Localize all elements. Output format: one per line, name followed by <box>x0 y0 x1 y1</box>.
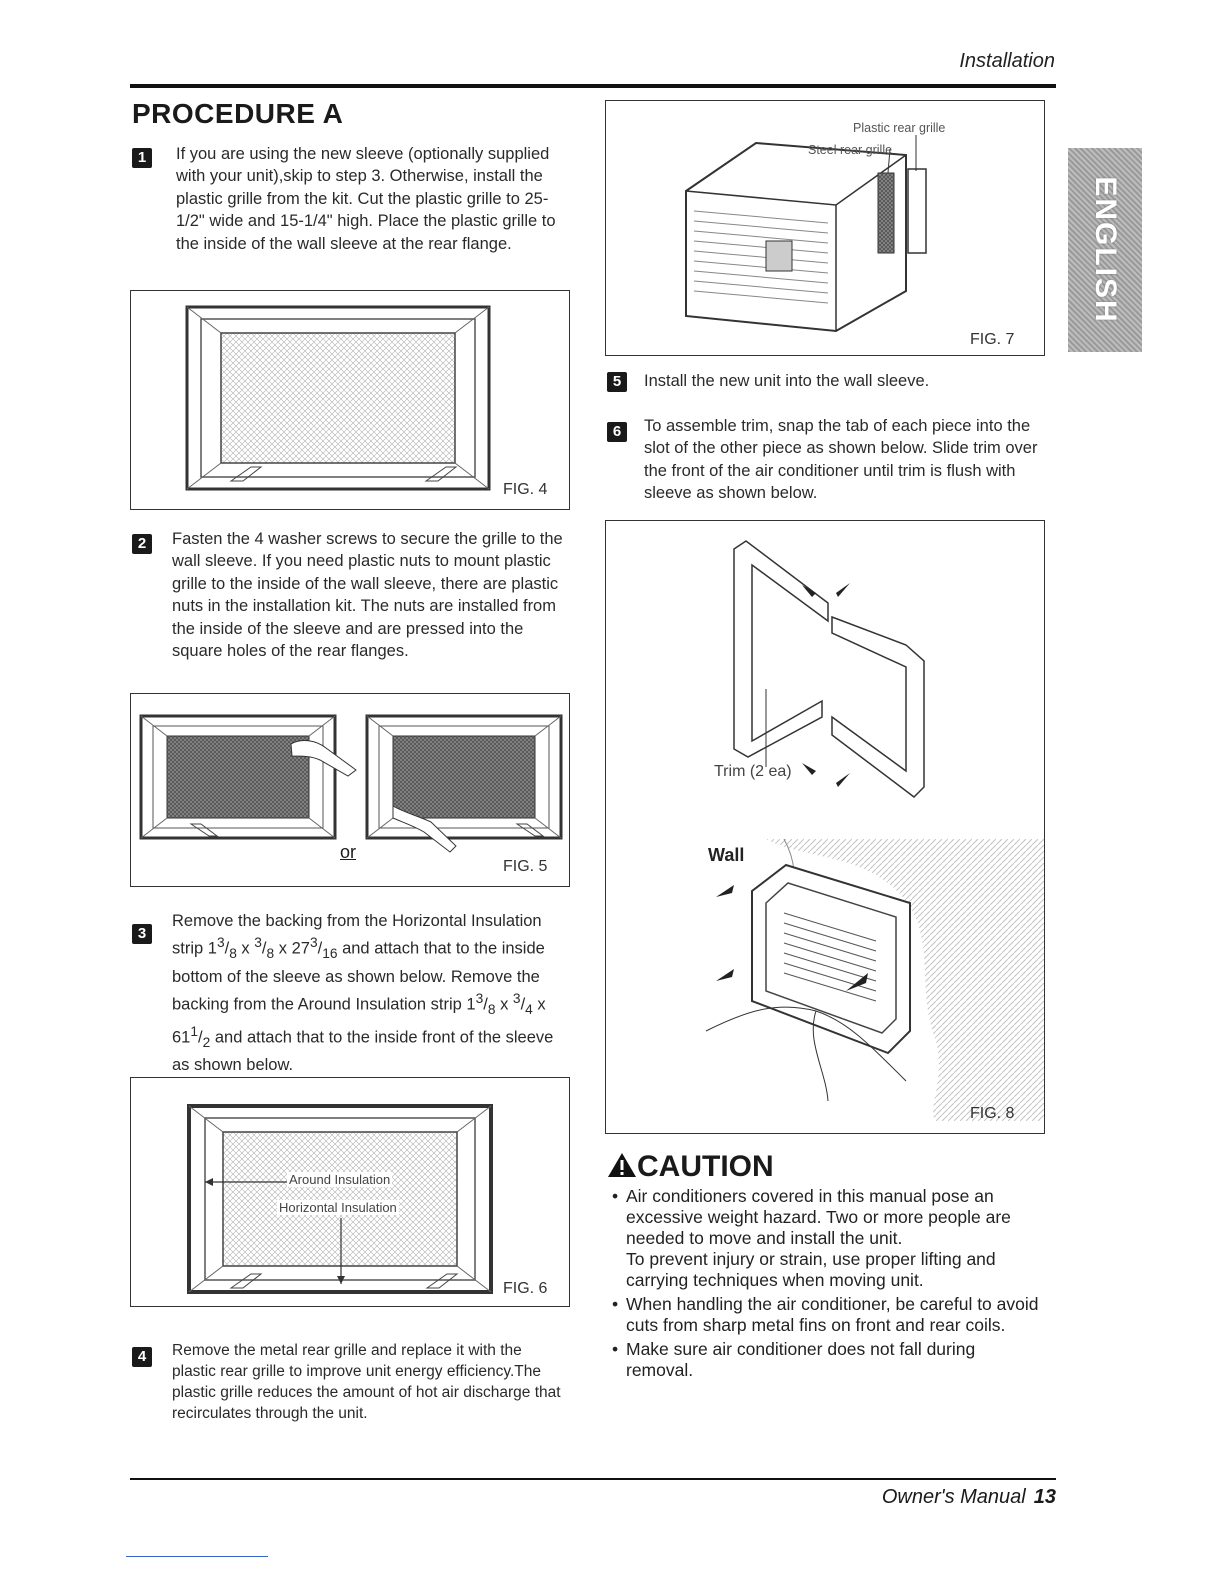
frac-den: 8 <box>487 1001 496 1017</box>
step-2-text: Fasten the 4 washer screws to secure the… <box>172 528 568 662</box>
frac-slash: / <box>483 995 488 1014</box>
figure-6-label: FIG. 6 <box>503 1280 548 1297</box>
step-badge-3: 3 <box>132 924 152 944</box>
footer-link-underline <box>126 1556 268 1557</box>
step-5-text: Install the new unit into the wall sleev… <box>644 370 1044 392</box>
frac-slash: / <box>520 995 526 1014</box>
caution-item-3: Make sure air conditioner does not fall … <box>612 1339 1042 1381</box>
header-rule <box>130 84 1056 88</box>
caution-title: CAUTION <box>637 1150 774 1183</box>
figure-4-drawing <box>185 305 491 491</box>
step-badge-1: 1 <box>132 148 152 168</box>
frac-den: 2 <box>202 1035 211 1051</box>
caution-item-1: Air conditioners covered in this manual … <box>612 1186 1042 1291</box>
figure-8-drawing <box>705 540 1044 1121</box>
figure-8: Trim (2 ea) Wall FIG. 8 <box>605 520 1045 1134</box>
caution-item-1-sub: To prevent injury or strain, use proper … <box>626 1249 996 1290</box>
frac-den: 4 <box>525 1001 533 1017</box>
caution-list: Air conditioners covered in this manual … <box>612 1186 1042 1384</box>
callout-wall: Wall <box>708 845 745 865</box>
figure-5-or: or <box>340 842 357 862</box>
page-number: 13 <box>1033 1486 1056 1508</box>
frac-slash: / <box>317 939 323 958</box>
caution-item-1-text: Air conditioners covered in this manual … <box>626 1186 1011 1248</box>
figure-7-label: FIG. 7 <box>970 331 1015 348</box>
language-tab-label: ENGLISH <box>1089 176 1122 324</box>
figure-7-drawing <box>685 135 927 333</box>
frac-num: 3 <box>475 991 484 1007</box>
figure-5: or FIG. 5 <box>130 693 570 887</box>
step-badge-5: 5 <box>607 372 627 392</box>
caution-item-2: When handling the air conditioner, be ca… <box>612 1294 1042 1336</box>
language-tab: ENGLISH <box>1068 148 1142 352</box>
step-3-part: x <box>495 995 513 1014</box>
caution-heading: CAUTION <box>607 1150 774 1184</box>
procedure-title: PROCEDURE A <box>132 98 344 129</box>
step-3-part: Remove the backing from the Horizontal I… <box>172 912 542 958</box>
frac-num: 1 <box>190 1024 199 1040</box>
figure-4-label: FIG. 4 <box>503 481 548 498</box>
step-4-text-content: Remove the metal rear grille and replace… <box>172 1342 561 1422</box>
step-badge-4: 4 <box>132 1347 152 1367</box>
frac-num: 3 <box>512 991 521 1007</box>
caution-item-2-text: When handling the air conditioner, be ca… <box>626 1294 1039 1335</box>
step-badge-2: 2 <box>132 534 152 554</box>
step-3-part: x 61 <box>172 995 546 1047</box>
frac-den: 8 <box>266 946 275 962</box>
frac-num: 3 <box>254 935 262 951</box>
step-6-text-content: To assemble trim, snap the tab of each p… <box>644 417 1038 503</box>
figure-6-drawing <box>187 1104 493 1294</box>
callout-trim: Trim (2 ea) <box>714 763 792 780</box>
step-4-text: Remove the metal rear grille and replace… <box>172 1340 568 1424</box>
callout-steel-rear-grille: Steel rear grille <box>808 143 893 157</box>
warning-triangle-icon <box>608 1153 636 1177</box>
frac-slash: / <box>224 939 230 958</box>
figure-4: FIG. 4 <box>130 290 570 510</box>
frac-slash: / <box>261 939 267 958</box>
frac-den: 16 <box>322 946 338 962</box>
callout-around-insulation: Around Insulation <box>287 1172 393 1187</box>
step-6-text: To assemble trim, snap the tab of each p… <box>644 415 1044 505</box>
figure-5-drawing <box>139 714 563 853</box>
step-3-part: x 27 <box>274 939 310 958</box>
frac-num: 3 <box>216 935 225 951</box>
step-3-part: and attach that to the inside front of t… <box>172 1028 554 1075</box>
step-3-part: and attach that to the inside bottom of … <box>172 939 545 1014</box>
frac-slash: / <box>198 1028 203 1047</box>
figure-5-label: FIG. 5 <box>503 858 548 875</box>
footer-rule <box>130 1478 1056 1480</box>
frac-num: 3 <box>309 935 318 951</box>
step-3-part: x <box>236 939 255 958</box>
figure-6: Around Insulation Horizontal Insulation … <box>130 1077 570 1307</box>
step-1-text: If you are using the new sleeve (optiona… <box>176 143 566 255</box>
caution-item-3-text: Make sure air conditioner does not fall … <box>626 1339 976 1380</box>
step-badge-6: 6 <box>607 422 627 442</box>
step-5-text-content: Install the new unit into the wall sleev… <box>644 372 930 390</box>
step-1-text-content: If you are using the new sleeve (optiona… <box>176 145 556 253</box>
step-2-text-content: Fasten the 4 washer screws to secure the… <box>172 530 563 661</box>
callout-plastic-rear-grille: Plastic rear grille <box>853 121 946 135</box>
page-footer: Owner's Manual 13 <box>820 1486 1056 1509</box>
frac-den: 8 <box>229 946 237 962</box>
section-title: Installation <box>959 50 1055 72</box>
step-3-text-content: Remove the backing from the Horizontal I… <box>172 910 568 1077</box>
figure-8-label: FIG. 8 <box>970 1105 1015 1122</box>
callout-horizontal-insulation: Horizontal Insulation <box>277 1200 399 1215</box>
step-3-text: Remove the backing from the Horizontal I… <box>172 910 568 1077</box>
figure-7: Plastic rear grille Steel rear grille FI… <box>605 100 1045 356</box>
footer-manual-title: Owner's Manual <box>881 1486 1026 1508</box>
